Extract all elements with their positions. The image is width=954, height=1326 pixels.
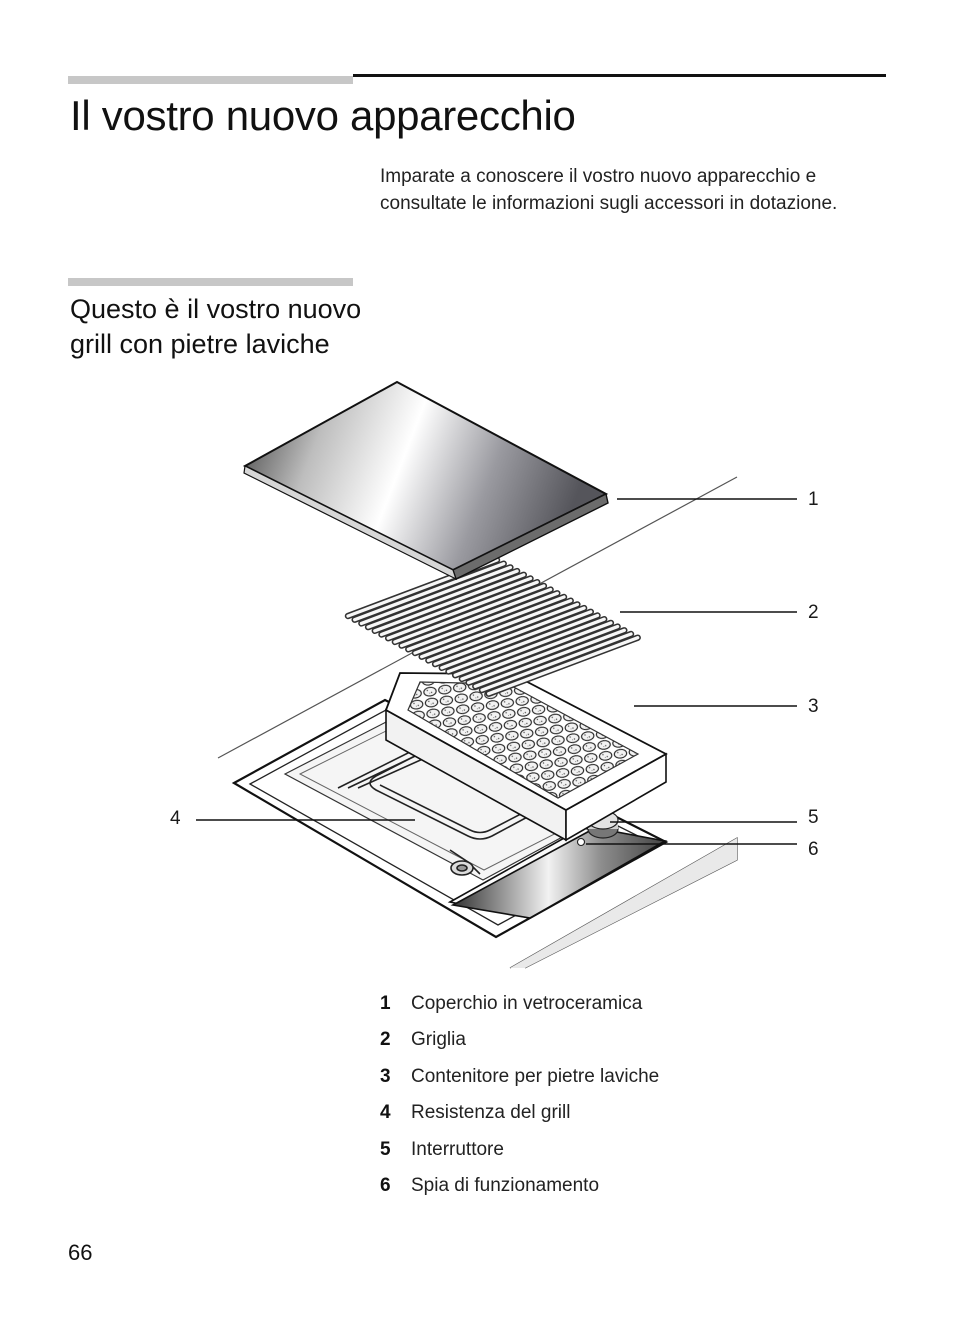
title-accent-rule xyxy=(68,76,353,84)
legend-text: Griglia xyxy=(411,1029,466,1051)
callout-4: 4 xyxy=(170,808,181,829)
grate-bar xyxy=(487,636,640,696)
legend-number: 4 xyxy=(380,1102,391,1124)
legend-text: Interruttore xyxy=(411,1138,504,1160)
legend-text: Spia di funzionamento xyxy=(411,1174,600,1196)
grate-bar xyxy=(373,573,526,633)
grate-bar xyxy=(399,587,553,648)
legend-item: 1 Coperchio in vetroceramica xyxy=(380,990,659,1026)
section-heading: Questo è il vostro nuovo grill con pietr… xyxy=(70,292,490,362)
grate-bar xyxy=(379,576,533,637)
grate-bar xyxy=(473,628,626,688)
callout-5: 5 xyxy=(808,807,819,828)
grate-bar xyxy=(460,621,613,681)
legend-number: 5 xyxy=(380,1138,391,1160)
grate-bar xyxy=(453,617,606,677)
grate-bar xyxy=(386,580,539,640)
legend-list: 1 Coperchio in vetroceramica 2 Griglia 3 Co… xyxy=(380,990,659,1208)
grate-bar xyxy=(353,562,506,622)
legend-number: 2 xyxy=(380,1029,391,1051)
legend-number: 6 xyxy=(380,1174,391,1196)
callout-numbers: 1 2 3 4 5 6 xyxy=(170,489,819,860)
legend-item: 5 Interruttore xyxy=(380,1136,659,1172)
lava-stone-container xyxy=(384,672,668,842)
grate-bar xyxy=(359,565,513,626)
intro-paragraph: Imparate a conoscere il vostro nuovo app… xyxy=(380,166,838,214)
countertop-edge xyxy=(510,838,737,968)
legend-item: 3 Contenitore per pietre laviche xyxy=(380,1063,659,1099)
callout-leaders xyxy=(196,498,797,845)
grate-bar xyxy=(420,599,573,659)
section-accent-rule xyxy=(68,278,353,286)
control-panel xyxy=(447,827,668,919)
glass-ceramic-lid xyxy=(242,380,609,581)
grate-bar xyxy=(446,613,600,674)
legend-text: Coperchio in vetroceramica xyxy=(411,993,643,1014)
grate-bar xyxy=(480,632,633,692)
section-heading-line-1: Questo è il vostro nuovo xyxy=(70,294,362,324)
grate-bar xyxy=(413,595,566,655)
legend-item: 2 Griglia xyxy=(380,1026,659,1062)
grill-exploded-diagram: 1 2 3 4 5 6 xyxy=(170,380,819,969)
legend-text: Contenitore per pietre laviche xyxy=(411,1065,660,1087)
legend-number: 3 xyxy=(380,1065,391,1087)
grate-bar xyxy=(433,606,586,666)
legend-text: Resistenza del grill xyxy=(411,1102,571,1124)
section-heading-line-2: grill con pietre laviche xyxy=(70,329,330,359)
grate-bar xyxy=(393,584,546,644)
legend-item: 6 Spia di funzionamento xyxy=(380,1172,659,1208)
grill-grate xyxy=(344,556,641,697)
title-rule xyxy=(353,74,886,77)
indicator-light xyxy=(576,837,586,847)
page-number: 66 xyxy=(68,1240,93,1265)
grate-bar xyxy=(466,624,620,685)
legend-item: 4 Resistenza del grill xyxy=(380,1099,659,1135)
grate-bar xyxy=(440,610,593,670)
page-title: Il vostro nuovo apparecchio xyxy=(70,92,576,139)
legend-number: 1 xyxy=(380,993,391,1014)
grate-bar xyxy=(366,569,519,629)
callout-6: 6 xyxy=(808,839,819,860)
grate-bar xyxy=(406,591,559,651)
grate-bar xyxy=(426,602,580,663)
callout-2: 2 xyxy=(808,602,819,623)
callout-1: 1 xyxy=(808,489,819,510)
callout-3: 3 xyxy=(808,696,819,717)
